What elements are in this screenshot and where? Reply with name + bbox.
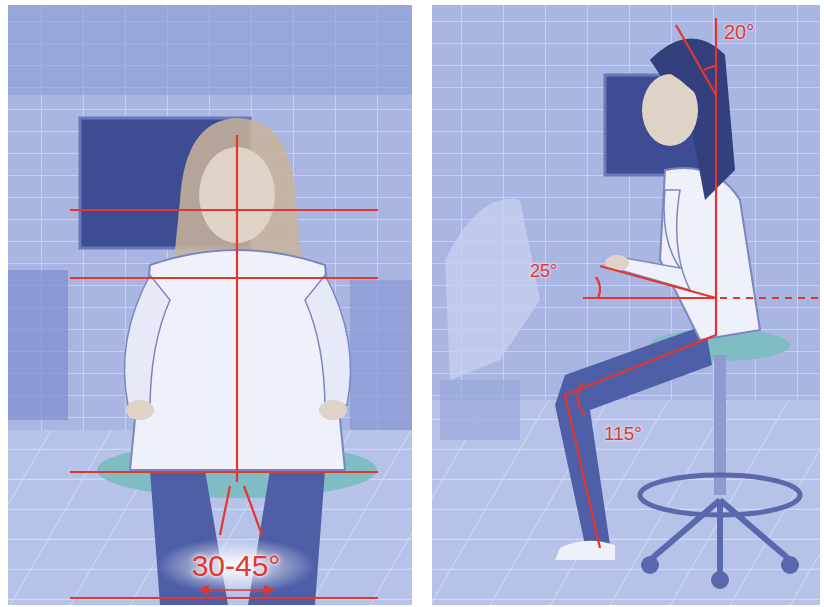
front-view-panel xyxy=(8,5,412,605)
knee-angle-label: 115° xyxy=(604,424,642,443)
arm-angle-label: 25° xyxy=(530,262,557,280)
side-view-panel xyxy=(432,5,820,605)
head-angle-label: 20° xyxy=(724,22,754,42)
angle-range-label: 30-45° xyxy=(192,551,281,581)
